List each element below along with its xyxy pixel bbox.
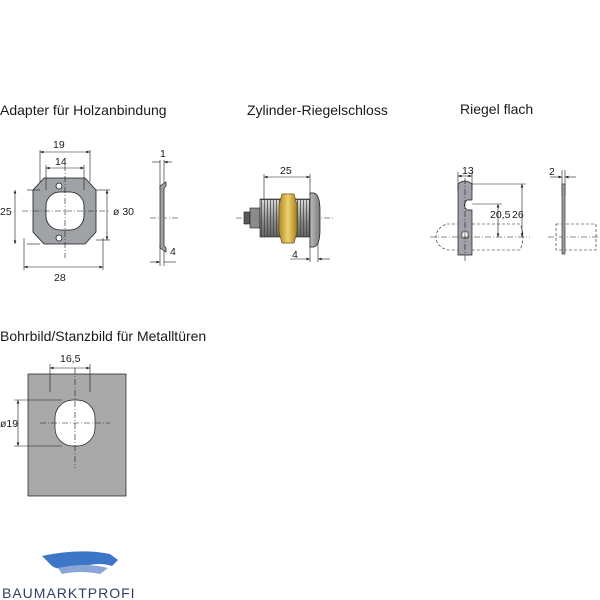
adapter-screw-hole-bottom (55, 234, 63, 242)
cylinder-front-cap (309, 192, 321, 248)
drilling-pattern-drawing: 16,5 ø19 (0, 353, 127, 497)
dim-adapter-25: 25 (0, 206, 12, 218)
dim-bohr-dia19: ø19 (0, 418, 18, 430)
cylinder-brass-nut (278, 193, 298, 244)
adapter-side-profile (159, 181, 167, 253)
flat-bolt-front-view: 13 20,5 26 (430, 165, 530, 262)
flat-bolt-side-profile (561, 183, 566, 255)
title-adapter: Adapter für Holzanbindung (0, 102, 167, 118)
dim-adapter-19: 19 (53, 139, 65, 151)
title-cylinder-lock: Zylinder-Riegelschloss (247, 102, 388, 118)
title-drilling-pattern: Bohrbild/Stanzbild für Metalltüren (0, 328, 207, 344)
dim-adapter-dia30: ø 30 (113, 206, 134, 218)
adapter-screw-hole-top (55, 182, 63, 190)
title-flat-bolt: Riegel flach (460, 101, 534, 117)
baumarktprofi-logo: BAUMARKTPROFI (2, 551, 136, 600)
cylinder-lock-drawing: 25 4 (236, 165, 334, 262)
dim-adapter-side-4: 4 (170, 246, 176, 258)
adapter-side-view: 1 4 (150, 148, 180, 266)
dim-cylinder-25: 25 (280, 165, 292, 177)
dim-bohr-16-5: 16,5 (60, 353, 81, 365)
flat-bolt-rotated-outline (435, 223, 524, 251)
flat-bolt-side-view: 2 (548, 166, 600, 255)
dim-riegel-26: 26 (512, 209, 524, 221)
dim-riegel-13: 13 (462, 165, 474, 177)
flat-bolt-body (457, 180, 473, 256)
flat-bolt-side-rotated-outline (555, 223, 597, 251)
logo-swoosh (42, 551, 118, 569)
adapter-front-view: 19 14 25 ø 30 28 (0, 139, 134, 284)
logo-text: BAUMARKTPROFI (2, 585, 136, 600)
dim-adapter-28: 28 (54, 272, 66, 284)
dim-adapter-14: 14 (55, 156, 67, 168)
dim-adapter-side-1: 1 (160, 148, 166, 160)
dim-riegel-20-5: 20,5 (490, 209, 511, 221)
adapter-centerlines (22, 165, 110, 258)
cylinder-cam-tip (243, 211, 251, 225)
dim-cylinder-4: 4 (292, 249, 298, 261)
dim-riegel-2: 2 (549, 166, 555, 178)
